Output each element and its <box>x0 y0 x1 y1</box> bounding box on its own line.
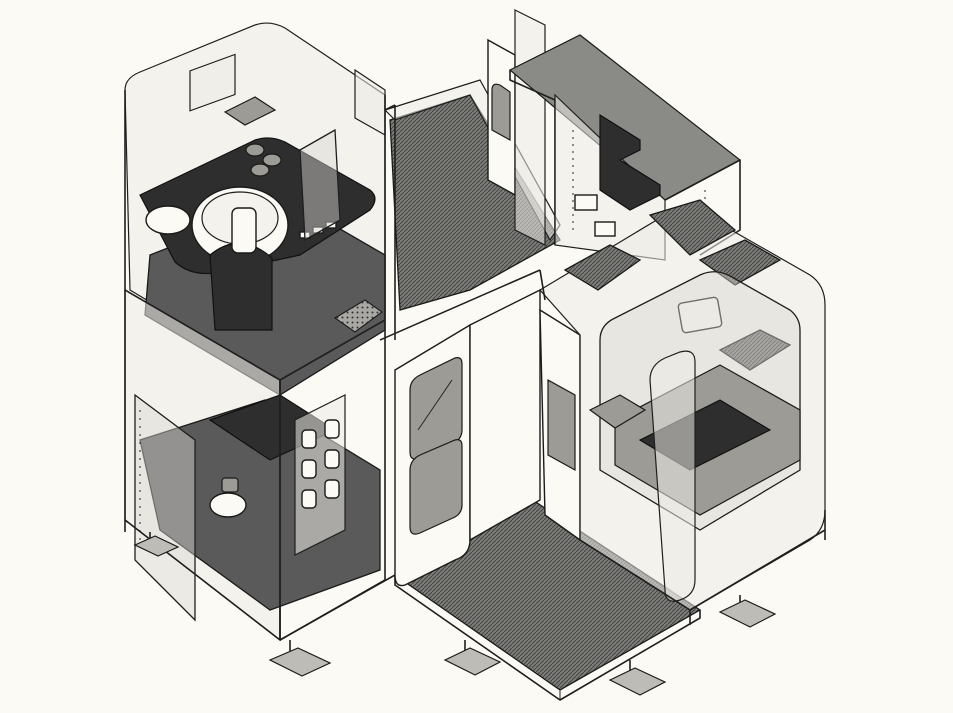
sink-basin <box>145 205 191 235</box>
stove-burner <box>250 163 270 177</box>
storage-shelving-column <box>294 394 346 556</box>
storage-bin <box>574 194 598 211</box>
door-window-lower <box>409 439 463 535</box>
perforated-stool <box>333 299 383 333</box>
storage-bin <box>594 221 616 237</box>
leveling-foot <box>443 640 502 676</box>
bed-cushion <box>698 239 782 286</box>
stair-steps <box>599 113 661 211</box>
toilet-bowl <box>209 492 247 518</box>
leveling-foot <box>608 660 667 696</box>
support-feet <box>133 532 777 696</box>
pillow <box>677 296 723 334</box>
bed-cushion <box>563 244 642 291</box>
stove-burner <box>245 143 265 157</box>
curved-seat-back <box>649 350 696 602</box>
leveling-foot <box>718 595 777 628</box>
central-door-panels <box>394 9 581 587</box>
bed-cushion <box>718 329 792 371</box>
structural-frame <box>124 104 546 641</box>
right-module-living <box>539 199 826 625</box>
left-module-kitchen-bath <box>124 22 386 642</box>
stove-burner <box>262 153 282 167</box>
leveling-foot <box>268 640 332 677</box>
bed-cushion <box>648 199 737 256</box>
leveling-foot <box>133 532 180 557</box>
shower-glass-panel <box>134 393 196 622</box>
upper-right-stair-module <box>508 34 742 261</box>
